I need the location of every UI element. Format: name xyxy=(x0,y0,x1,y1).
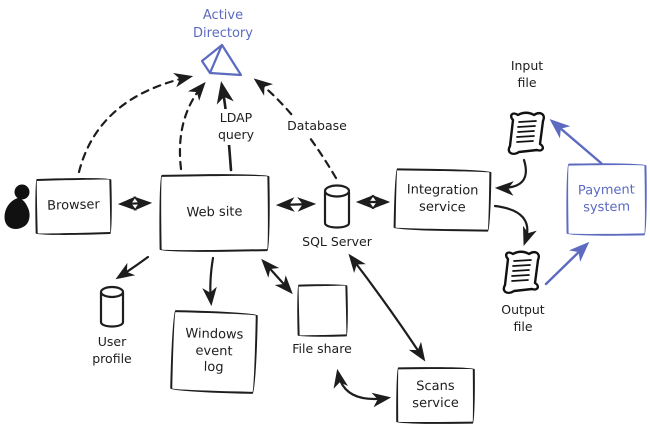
node-scans-service-label: Scans service xyxy=(412,378,459,411)
node-payment-system-label: Payment system xyxy=(577,182,635,215)
edge-web-site-user-profile xyxy=(115,255,150,280)
node-file-share-label: File share xyxy=(286,340,358,359)
node-web-site: Web site xyxy=(158,173,271,253)
edge-integration-service-output-file xyxy=(493,204,537,246)
edge-output-file-payment-system xyxy=(544,241,590,286)
edge-label-database: Database xyxy=(286,117,348,136)
edge-web-site-file-share xyxy=(261,258,293,295)
node-integration-service: Integration service xyxy=(393,168,492,232)
edge-file-share-scans-service xyxy=(333,368,392,408)
output-file-document-icon xyxy=(502,250,540,294)
node-integration-service-label: Integration service xyxy=(406,182,479,216)
user-profile-cylinder-icon xyxy=(99,285,125,328)
node-active-directory-label: Active Directory xyxy=(175,6,271,44)
node-sql-server-label: SQL Server xyxy=(298,233,376,252)
node-windows-event-log: Windows event log xyxy=(170,310,258,394)
node-browser-label: Browser xyxy=(46,197,101,214)
node-input-file-label: Input file xyxy=(503,57,551,93)
node-browser: Browser xyxy=(34,177,113,236)
input-file-document-icon xyxy=(507,111,545,155)
edge-web-site-windows-event-log xyxy=(202,256,217,307)
edge-web-site-sql-server xyxy=(275,197,317,212)
sql-server-cylinder-icon xyxy=(323,184,351,229)
node-scans-service: Scans service xyxy=(395,366,476,425)
edge-label-ldap-query: LDAP query xyxy=(206,109,266,145)
edge-browser-active-directory xyxy=(77,73,194,174)
node-windows-event-log-label: Windows event log xyxy=(185,326,244,376)
edge-web-site-active-directory xyxy=(178,81,206,171)
node-file-share xyxy=(296,283,349,338)
edge-input-file-integration-service xyxy=(494,158,527,196)
node-user-profile-label: User profile xyxy=(86,333,138,369)
node-payment-system: Payment system xyxy=(565,162,648,237)
user-person-icon xyxy=(4,184,30,229)
active-directory-pyramid-icon xyxy=(200,43,243,77)
edge-payment-system-input-file xyxy=(549,119,603,165)
node-output-file-label: Output file xyxy=(494,301,552,337)
edge-sql-server-scans-service xyxy=(348,253,426,362)
edge-browser-web-site xyxy=(117,196,153,211)
node-web-site-label: Web site xyxy=(186,204,243,221)
